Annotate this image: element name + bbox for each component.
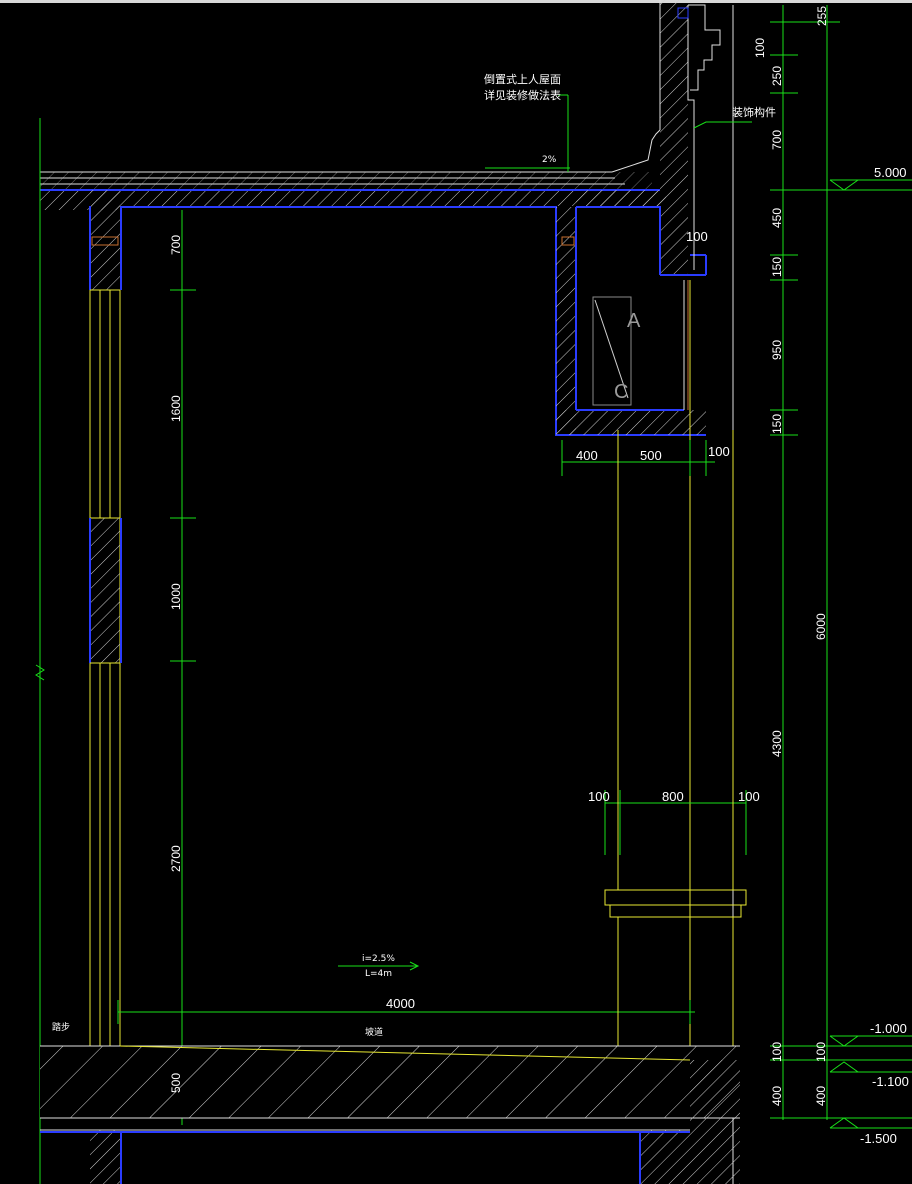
dim-450: 450	[770, 208, 784, 228]
dim-1600: 1600	[169, 395, 183, 422]
parapet-wall	[659, 0, 721, 276]
level-m1500: -1.500	[860, 1131, 897, 1146]
dim-h100d: 100	[686, 229, 708, 244]
level-m1000: -1.000	[870, 1021, 907, 1036]
horizontal-dimensions	[117, 440, 747, 1024]
axis-lines	[35, 5, 828, 1184]
dim-400r2: 400	[814, 1086, 828, 1106]
dim-h400: 400	[576, 448, 598, 463]
annotations: 倒置式上人屋面 详见装修做法表 2% 装饰构件 i=2.5% L=4m 坡道 踏…	[52, 73, 776, 1038]
level-5000: 5.000	[874, 165, 907, 180]
dim-h4000: 4000	[386, 996, 415, 1011]
dim-100r2: 100	[814, 1042, 828, 1062]
dim-100r: 100	[770, 1042, 784, 1062]
roof-finish	[40, 129, 661, 191]
dim-h100b: 100	[588, 789, 610, 804]
ramp-length: L=4m	[365, 969, 392, 979]
dim-700r: 700	[770, 130, 784, 150]
leaders	[338, 94, 752, 971]
dim-h100a: 100	[708, 444, 730, 459]
right-dimension-ticks	[770, 21, 912, 1119]
level-texts: 5.000 -1.000 -1.100 -1.500	[860, 165, 909, 1146]
dim-h500: 500	[640, 448, 662, 463]
beam-box	[556, 190, 706, 435]
left-dimensions: 700 1600 1000 2700 500	[169, 235, 183, 1093]
dim-150b: 150	[770, 414, 784, 434]
dim-h800: 800	[662, 789, 684, 804]
ground-slab	[40, 1045, 740, 1184]
basement-walls	[40, 1130, 690, 1184]
dim-6000: 6000	[814, 613, 828, 640]
right-dimensions: 255 100 250 700 450 150 950 150 4300 100…	[753, 6, 829, 1106]
front-column	[604, 430, 747, 1060]
dim-255: 255	[815, 6, 829, 26]
dim-1000: 1000	[169, 583, 183, 610]
ramp-label: 坡道	[365, 1026, 383, 1038]
dim-4300: 4300	[770, 730, 784, 757]
level-markers	[829, 179, 912, 1129]
dim-700: 700	[169, 235, 183, 255]
roof-slope: 2%	[542, 155, 557, 165]
level-m1100: -1.100	[872, 1074, 909, 1089]
tag-c: C	[614, 381, 628, 403]
left-wall-windows	[89, 289, 122, 1046]
dim-2700: 2700	[169, 845, 183, 872]
tag-a: A	[627, 310, 641, 332]
ramp-slope: i=2.5%	[362, 954, 395, 964]
dim-h100c: 100	[738, 789, 760, 804]
step-label: 踏步	[52, 1021, 70, 1033]
dim-500: 500	[169, 1073, 183, 1093]
dim-150a: 150	[770, 257, 784, 277]
decor-note: 装饰构件	[732, 105, 776, 119]
dim-250: 250	[770, 66, 784, 86]
roof-note-2: 详见装修做法表	[484, 88, 561, 102]
dim-100: 100	[753, 38, 767, 58]
horizontal-dimension-texts: 400 500 100 100 800 100 4000 100	[386, 229, 760, 1011]
window-top-strip	[0, 0, 912, 3]
left-wall-top	[89, 190, 122, 290]
roof-note-1: 倒置式上人屋面	[484, 73, 561, 86]
dim-950: 950	[770, 340, 784, 360]
roof-slab	[40, 189, 706, 436]
dim-400r: 400	[770, 1086, 784, 1106]
